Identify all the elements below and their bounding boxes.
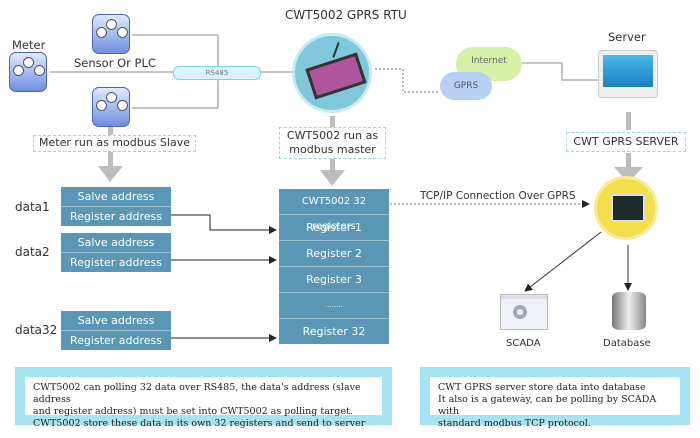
flow-arrows: [98, 112, 643, 186]
data1-block: Salve address Register address: [61, 187, 171, 226]
database-label: Database: [603, 338, 651, 349]
slave-address-cell: Salve address: [61, 187, 171, 207]
register-row: ........: [279, 293, 389, 319]
connection-label: TCP/IP Connection Over GPRS: [420, 190, 576, 202]
register-row: Register 3: [279, 267, 389, 293]
meter-label: Meter: [12, 38, 46, 52]
rtu-device-icon: [292, 33, 372, 113]
server-monitor-icon: [598, 50, 658, 98]
data2-label: data2: [15, 245, 50, 259]
diagram-title: CWT5002 GPRS RTU: [285, 8, 407, 22]
gprs-server-icon: [594, 176, 658, 240]
register-table-header: CWT5002 32 registers: [279, 189, 389, 232]
data32-label: data32: [15, 323, 58, 337]
right-note-line: standard modbus TCP protocol.: [438, 418, 591, 429]
cloud-server-line: [522, 62, 598, 81]
left-note: CWT5002 can polling 32 data over RS485, …: [15, 367, 392, 429]
database-icon: [612, 292, 646, 330]
register-row: Register 2: [279, 241, 389, 267]
master-callout: CWT5002 run as modbus master: [279, 127, 386, 159]
scada-icon: [500, 294, 548, 330]
data32-block: Salve address Register address: [61, 311, 171, 350]
register-address-cell: Register address: [69, 334, 162, 347]
left-note-line: CWT5002 store these data in its own 32 r…: [33, 418, 366, 429]
register-table: CWT5002 32 registers Register 1 Register…: [279, 189, 389, 344]
meter-icon: [9, 52, 47, 92]
left-note-line: and register address) must be set into C…: [33, 406, 353, 417]
data1-arrow: [171, 214, 277, 234]
scada-arrow: [524, 231, 602, 292]
server-label: Server: [608, 30, 646, 44]
right-note-line: It also is a gateway, can be polling by …: [438, 394, 657, 417]
master-callout-line2: modbus master: [289, 143, 376, 156]
slave-callout: Meter run as modbus Slave: [33, 135, 196, 152]
register-row: Register 1: [279, 215, 389, 241]
left-note-line: CWT5002 can polling 32 data over RS485, …: [33, 382, 361, 405]
data2-block: Salve address Register address: [61, 233, 171, 272]
master-callout-line1: CWT5002 run as: [286, 129, 379, 142]
plc-icon: [92, 87, 130, 127]
rtu-cloud-line: [375, 68, 440, 93]
register-address-cell: Register address: [69, 210, 162, 223]
register-row: Register 32: [302, 325, 366, 338]
register-address-cell: Register address: [69, 256, 162, 269]
slave-address-cell: Salve address: [61, 311, 171, 331]
right-note: CWT GPRS server store data into database…: [420, 367, 690, 429]
slave-address-cell: Salve address: [61, 233, 171, 253]
rs485-bus: RS485: [173, 66, 261, 80]
sensor-label: Sensor Or PLC: [74, 56, 156, 70]
gprs-cloud: GPRS: [440, 72, 492, 100]
scada-label: SCADA: [506, 338, 541, 349]
sensor-icon: [92, 14, 130, 54]
server-callout: CWT GPRS SERVER: [566, 132, 686, 152]
data1-label: data1: [15, 200, 50, 214]
right-note-line: CWT GPRS server store data into database: [438, 382, 646, 393]
